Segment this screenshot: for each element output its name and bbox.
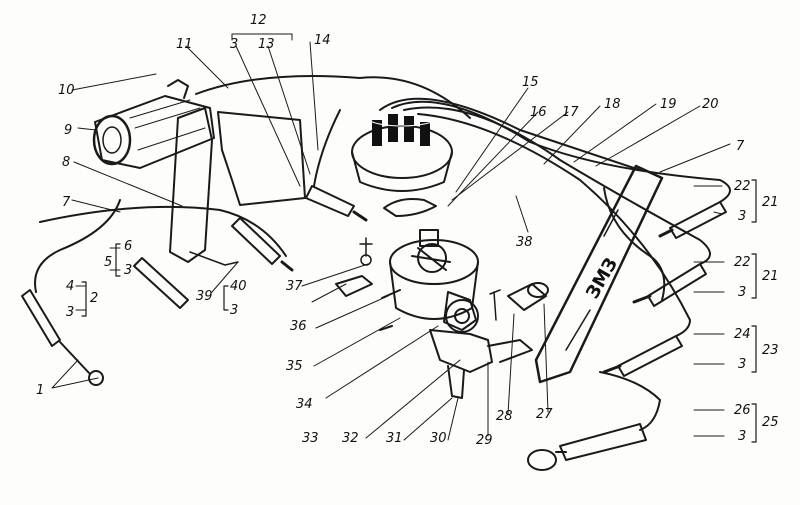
callout-11: 11 — [176, 37, 193, 52]
callout-3-e: 3 — [738, 285, 746, 300]
callout-12: 12 — [250, 13, 267, 28]
callout-9: 9 — [64, 123, 72, 138]
callout-3-a: 3 — [66, 305, 74, 320]
callout-27: 27 — [536, 407, 553, 422]
callout-21-b: 21 — [762, 269, 779, 284]
callout-16: 16 — [530, 105, 547, 120]
spark-plug-bottom — [527, 423, 647, 471]
callout-20: 20 — [702, 97, 719, 112]
callout-35: 35 — [286, 359, 303, 374]
distributor-body — [389, 229, 533, 399]
callout-21-a: 21 — [762, 195, 779, 210]
high-tension-wires — [34, 75, 731, 431]
ignition-coil — [92, 79, 215, 169]
callout-36: 36 — [290, 319, 307, 334]
spark-plug-center — [305, 185, 368, 222]
condenser — [489, 282, 549, 321]
callout-28: 28 — [496, 409, 513, 424]
callout-33: 33 — [302, 431, 319, 446]
callout-31: 31 — [386, 431, 403, 446]
callout-30: 30 — [430, 431, 447, 446]
callout-2: 2 — [90, 291, 98, 306]
callout-3-f: 3 — [738, 357, 746, 372]
callout-10: 10 — [58, 83, 75, 98]
callout-32: 32 — [342, 431, 359, 446]
callout-17: 17 — [562, 105, 579, 120]
callout-40: 40 — [230, 279, 247, 294]
callout-18: 18 — [604, 97, 621, 112]
callout-3-c: 3 — [230, 37, 238, 52]
callout-3-d: 3 — [738, 209, 746, 224]
callout-34: 34 — [296, 397, 313, 412]
callout-5: 5 — [104, 255, 112, 270]
callout-39: 39 — [196, 289, 213, 304]
callout-26: 26 — [734, 403, 751, 418]
spark-plug-left — [133, 217, 294, 309]
callout-15: 15 — [522, 75, 539, 90]
callout-8: 8 — [62, 155, 70, 170]
callout-1: 1 — [36, 383, 44, 398]
spark-plug-right-3 — [602, 335, 683, 377]
octane-corrector — [335, 237, 401, 331]
rotor — [383, 198, 437, 217]
callout-37: 37 — [286, 279, 303, 294]
leader-lines — [51, 33, 731, 441]
group-brackets — [81, 179, 757, 443]
callout-14: 14 — [314, 33, 331, 48]
coil-bracket — [169, 107, 306, 266]
callout-19: 19 — [660, 97, 677, 112]
callout-labels: 10 9 8 7 4 3 2 1 5 6 3 11 12 3 13 14 15 … — [36, 13, 779, 448]
callout-4: 4 — [66, 279, 74, 294]
spark-plug-far-left — [21, 289, 104, 386]
callout-24: 24 — [734, 327, 751, 342]
callout-3-g: 3 — [738, 429, 746, 444]
callout-38: 38 — [516, 235, 533, 250]
callout-13: 13 — [258, 37, 275, 52]
callout-3-b: 3 — [124, 263, 132, 278]
callout-3-h: 3 — [230, 303, 238, 318]
spark-plug-right-2 — [632, 263, 707, 307]
callout-6: 6 — [124, 239, 132, 254]
callout-22-b: 22 — [734, 255, 751, 270]
callout-29: 29 — [476, 433, 493, 448]
callout-23: 23 — [762, 343, 779, 358]
callout-22-a: 22 — [734, 179, 751, 194]
spark-plug-right-1 — [658, 201, 727, 239]
callout-7-left: 7 — [62, 195, 71, 210]
distributor-cap — [351, 109, 453, 192]
callout-25: 25 — [762, 415, 779, 430]
callout-7-right: 7 — [736, 139, 745, 154]
